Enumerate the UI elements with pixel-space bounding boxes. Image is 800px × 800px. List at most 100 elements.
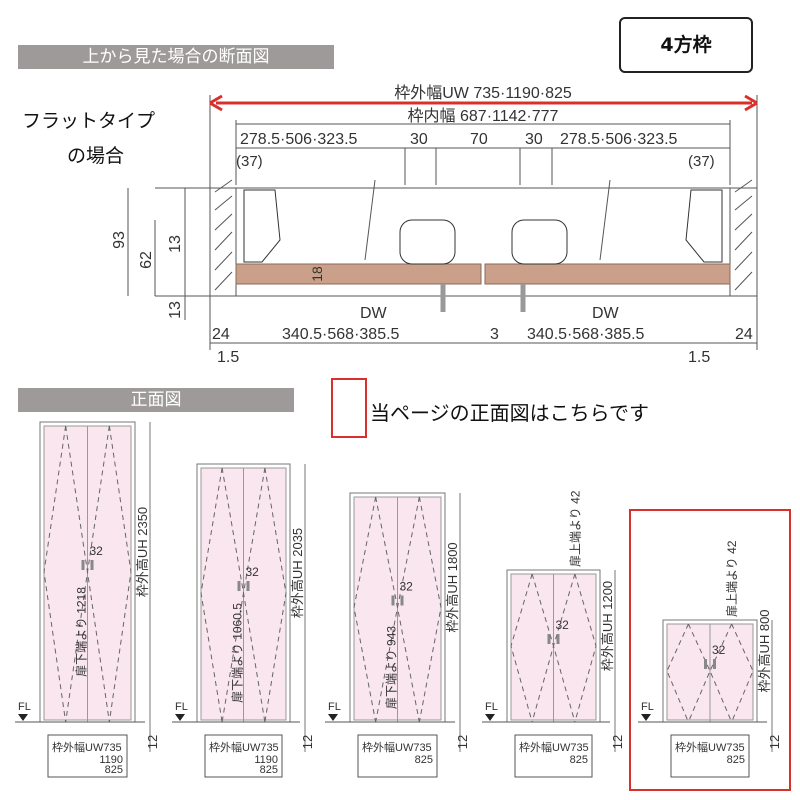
fl-marker-icon [175, 714, 185, 721]
outer-width-label: 枠外幅UW 735·1190·825 [394, 84, 572, 102]
width-value: 825 [415, 754, 433, 766]
fl-label: FL [328, 701, 341, 713]
height-label: 枠外高UH 1800 [445, 542, 460, 632]
handle-icon [81, 560, 85, 570]
handle-height-label: 扉下端より 1060.5 [231, 603, 245, 703]
arrow-head-right-icon [744, 94, 758, 112]
handle-icon [246, 581, 250, 591]
dim-left: 278.5·506·323.5 [240, 131, 358, 148]
handle-icon [704, 659, 707, 669]
handle-height-label: 扉下端より 943 [385, 626, 399, 709]
fl-label: FL [641, 701, 654, 713]
bottom-gap-label: 12 [145, 735, 160, 749]
width-label-box [670, 734, 750, 778]
dw-right-value: 340.5·568·385.5 [527, 326, 645, 343]
height-13-top: 13 [167, 235, 184, 253]
width-value: 825 [260, 764, 278, 776]
bottom-gap-label: 12 [300, 735, 315, 749]
width-label-box [204, 734, 283, 778]
height-label: 枠外高UH 800 [757, 609, 772, 692]
width-value: 825 [727, 754, 745, 766]
arrow-head-left-icon [209, 94, 223, 112]
handle-offset-label: 32 [400, 580, 414, 594]
width-label: 枠外幅UW735 [209, 740, 279, 754]
dim-30-left: 30 [410, 131, 428, 148]
handle-offset-label: 32 [246, 565, 260, 579]
dim-30-right: 30 [525, 131, 543, 148]
swing-lines [353, 496, 442, 723]
width-label: 枠外幅UW735 [675, 740, 745, 754]
handle-icon [556, 634, 560, 644]
dw-right: DW [592, 305, 620, 322]
frame-type-badge: 4方枠 [619, 17, 753, 73]
handle-icon [237, 581, 241, 591]
handle-icon [391, 595, 395, 606]
left-door-panel [235, 263, 482, 285]
edge-left-24: 24 [212, 326, 230, 343]
bottom-gap-label: 12 [610, 735, 625, 749]
current-page-highlight [629, 509, 791, 791]
fl-marker-icon [328, 714, 338, 721]
fl-marker-icon [18, 714, 28, 721]
width-label: 枠外幅UW735 [519, 740, 589, 754]
bottom-gap-label: 12 [455, 735, 470, 749]
handle-offset-label: 32 [556, 618, 570, 632]
front-view-header: 正面図 [18, 388, 294, 412]
fl-label: FL [18, 701, 31, 713]
clear-left-1.5: 1.5 [217, 349, 239, 366]
handle-height-label: 扉下端より 1218 [75, 587, 89, 677]
offset-right: (37) [688, 153, 715, 170]
width-value: 825 [105, 764, 123, 776]
thickness-18: 18 [309, 266, 325, 282]
height-label: 枠外高UH 2350 [135, 507, 150, 597]
fl-marker-icon [641, 714, 651, 721]
width-label-box [47, 734, 128, 778]
width-label: 枠外幅UW735 [52, 740, 122, 754]
front-view-note: 当ページの正面図はこちらです [370, 401, 649, 425]
front-view-marker-box [331, 378, 367, 438]
height-93: 93 [111, 231, 128, 249]
swing-lines [43, 425, 132, 723]
handle-offset-label: 32 [90, 544, 104, 558]
height-label: 枠外高UH 1200 [600, 581, 615, 671]
fl-label: FL [485, 701, 498, 713]
gap-3: 3 [490, 326, 499, 343]
width-label-box [514, 734, 593, 778]
swing-lines [510, 573, 597, 723]
bottom-gap-label: 12 [767, 735, 782, 749]
right-door-panel [484, 263, 731, 285]
width-label: 枠外幅UW735 [362, 740, 432, 754]
height-13-bottom: 13 [167, 301, 184, 319]
handle-icon [547, 634, 551, 644]
fl-label: FL [175, 701, 188, 713]
dim-70: 70 [470, 131, 488, 148]
height-label: 枠外高UH 2035 [290, 528, 305, 618]
flat-type-note-line1: フラットタイプ [22, 110, 156, 132]
inner-width-label: 枠内幅 687·1142·777 [408, 107, 559, 125]
section-view [127, 95, 758, 350]
edge-right-24: 24 [735, 326, 753, 343]
clear-right-1.5: 1.5 [688, 349, 710, 366]
handle-icon [400, 595, 404, 606]
width-value: 1190 [254, 754, 278, 766]
swing-lines [200, 467, 287, 723]
handle-icon [90, 560, 94, 570]
flat-type-note-line2: の場合 [67, 145, 125, 167]
dw-left: DW [360, 305, 388, 322]
right-frame-section [729, 187, 758, 297]
fl-marker-icon [485, 714, 495, 721]
width-label-box [357, 734, 438, 778]
handle-height-label: 扉上端より 42 [725, 540, 739, 617]
offset-left: (37) [236, 153, 263, 170]
dw-left-value: 340.5·568·385.5 [282, 326, 400, 343]
width-value: 1190 [99, 754, 123, 766]
section-view-header: 上から見た場合の断面図 [18, 45, 334, 69]
handle-offset-label: 32 [712, 643, 726, 657]
handle-height-label: 扉上端より 42 [569, 490, 583, 567]
